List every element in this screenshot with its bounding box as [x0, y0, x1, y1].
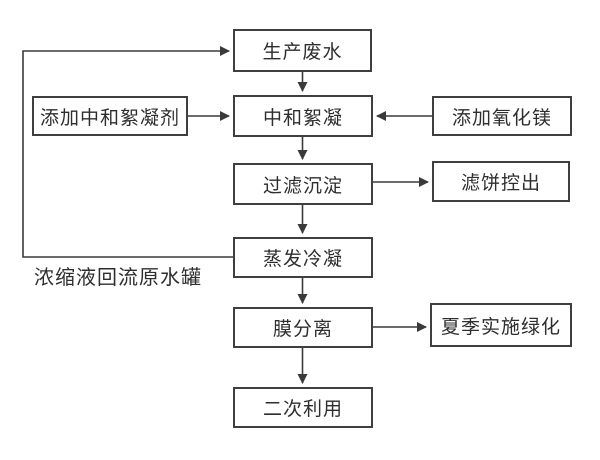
- node-membrane-separation-label: 膜分离: [272, 318, 333, 340]
- connector-recycle-evaporation-to-production: [22, 46, 233, 258]
- node-filter-cake-discharge-label: 滤饼控出: [460, 172, 541, 194]
- node-evaporation-condensation-label: 蒸发冷凝: [262, 248, 343, 270]
- node-filtration-sedimentation-label: 过滤沉淀: [262, 174, 343, 197]
- node-filtration-sedimentation: 过滤沉淀: [233, 163, 373, 205]
- node-add-magnesium-oxide-label: 添加氧化镁: [451, 106, 552, 129]
- node-add-magnesium-oxide: 添加氧化镁: [432, 96, 572, 136]
- recycle-line-annotation: 浓缩液回流原水罐: [34, 265, 202, 289]
- node-add-neutralizing-flocculant-label: 添加中和絮凝剂: [39, 106, 180, 129]
- node-neutralization-flocculation-label: 中和絮凝: [262, 106, 343, 129]
- node-membrane-separation: 膜分离: [233, 307, 373, 348]
- node-production-wastewater: 生产废水: [233, 29, 372, 72]
- node-neutralization-flocculation: 中和絮凝: [233, 95, 373, 137]
- node-summer-greening: 夏季实施绿化: [430, 303, 572, 347]
- node-production-wastewater-label: 生产废水: [262, 41, 343, 63]
- node-secondary-use-label: 二次利用: [262, 398, 343, 420]
- node-add-neutralizing-flocculant: 添加中和絮凝剂: [32, 96, 188, 136]
- node-evaporation-condensation: 蒸发冷凝: [233, 237, 373, 278]
- node-secondary-use: 二次利用: [233, 387, 373, 428]
- node-summer-greening-label: 夏季实施绿化: [440, 315, 561, 338]
- node-filter-cake-discharge: 滤饼控出: [432, 161, 570, 202]
